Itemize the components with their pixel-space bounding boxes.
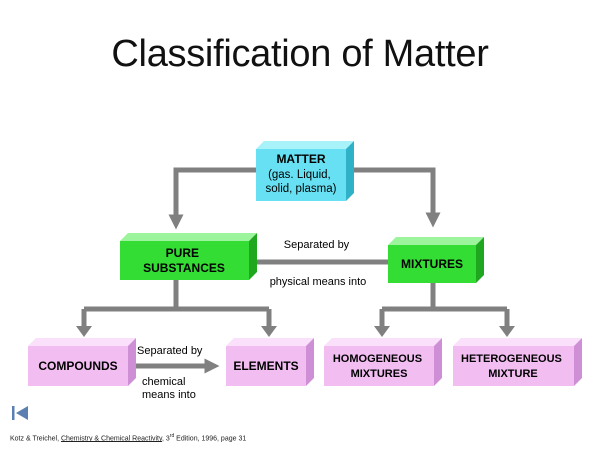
- pure-line-2: SUBSTANCES: [143, 261, 225, 275]
- citation-rest: Edition, 1996, page 31: [174, 435, 247, 443]
- matter-title: MATTER: [276, 152, 325, 166]
- svg-text:(gas. Liquid, solid, pla: (gas. Liquid, solid, plasma): [266, 169, 337, 195]
- citation-edition-suffix: rd: [169, 433, 175, 439]
- compounds-label: COMPOUNDS: [38, 359, 117, 373]
- arrowhead-elements: [261, 326, 277, 337]
- node-elements: ELEMENTS: [226, 338, 314, 386]
- connector-mixtures-to-types: [379, 282, 510, 330]
- connector-matter-to-mixtures: [346, 167, 441, 228]
- heterogeneous-line-1: HETEROGENEOUS: [461, 353, 562, 365]
- svg-text:MIXTURES: MIXTURES: [401, 257, 463, 271]
- physical-label-bottom: physical means into: [270, 276, 367, 288]
- node-pure-substances: PURE SUBSTANCES: [120, 233, 257, 280]
- node-heterogeneous: HETEROGENEOUS MIXTURE: [453, 338, 582, 386]
- svg-text:COMPOUNDS: COMPOUNDS: [38, 359, 117, 373]
- citation-authors: Kotz & Treichel,: [10, 435, 61, 443]
- citation: Kotz & Treichel, Chemistry & Chemical Re…: [10, 433, 246, 442]
- heterogeneous-line-2: MIXTURE: [488, 368, 538, 380]
- svg-text:HOMOGENEOUS MIXTURES: HOMOGENEOUS MIXTURES: [333, 353, 425, 380]
- chemical-label-bottom-2: means into: [142, 389, 196, 401]
- connector-pure-to-compounds: [81, 280, 272, 330]
- citation-edition: , 3: [161, 435, 170, 443]
- svg-text:MATTER: MATTER: [276, 152, 325, 166]
- arrowhead-homogeneous: [374, 326, 390, 337]
- connector-matter-to-pure: [168, 167, 256, 230]
- svg-text:Separated by chemical: Separated by chemical means into: [137, 345, 206, 401]
- physical-label-top: Separated by: [284, 239, 350, 251]
- svg-text:ELEMENTS: ELEMENTS: [233, 359, 298, 373]
- chemical-label-bottom-1: chemical: [142, 376, 185, 388]
- arrowhead-heterogeneous: [499, 326, 515, 337]
- svg-text:PURE SUBSTANCES: PURE SUBSTANCES: [143, 246, 225, 275]
- page-title: Classification of Matter: [111, 33, 489, 75]
- svg-text:HETEROGENEOUS MIXTURE: HETEROGENEOUS MIXTURE: [461, 353, 565, 380]
- homogeneous-line-2: MIXTURES: [351, 368, 408, 380]
- matter-line-3: solid, plasma): [266, 183, 337, 195]
- citation-book: Chemistry & Chemical Reactivity: [60, 435, 162, 443]
- node-matter: MATTER (gas. Liquid, solid, plasma): [256, 141, 354, 201]
- matter-line-2: (gas. Liquid,: [268, 169, 331, 181]
- node-mixtures: MIXTURES: [388, 237, 484, 283]
- svg-text:Separated by physical mean: Separated by physical means into: [270, 239, 367, 288]
- chemical-label-top: Separated by: [137, 345, 203, 357]
- node-homogeneous: HOMOGENEOUS MIXTURES: [324, 338, 442, 386]
- homogeneous-line-1: HOMOGENEOUS: [333, 353, 422, 365]
- elements-label: ELEMENTS: [233, 359, 298, 373]
- mixtures-label: MIXTURES: [401, 257, 463, 271]
- first-slide-icon[interactable]: [11, 405, 31, 421]
- pure-line-1: PURE: [166, 246, 199, 260]
- node-compounds: COMPOUNDS: [28, 338, 136, 386]
- arrowhead-compounds: [76, 326, 92, 337]
